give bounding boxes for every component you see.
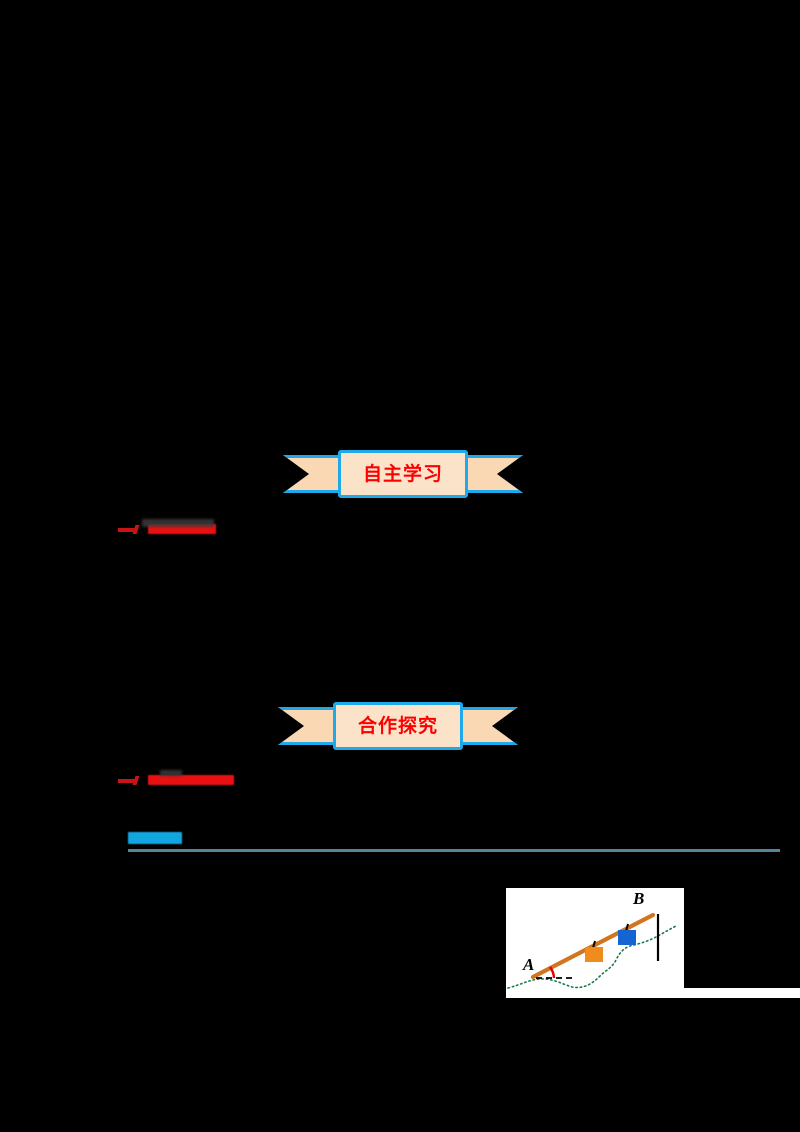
bullet-marker-icon — [118, 776, 144, 785]
blue-block — [618, 930, 636, 945]
orange-block — [585, 947, 603, 962]
heading-one-shadow — [142, 519, 214, 527]
banner-plate: 自主学习 — [338, 450, 468, 498]
banner-plate: 合作探究 — [333, 702, 463, 750]
heading-two-row — [118, 775, 234, 785]
redacted-heading-text — [148, 775, 234, 785]
angle-arc — [548, 966, 556, 979]
redacted-heading-text — [148, 524, 216, 534]
orange-block-hanger — [592, 940, 596, 949]
bullet-marker-icon — [118, 525, 144, 534]
redacted-sub-heading-text — [128, 832, 182, 844]
inclined-plane-figure: A B — [506, 888, 684, 994]
banner-label-cooperative-inquiry: 合作探究 — [357, 714, 438, 737]
banner-label-self-study: 自主学习 — [362, 462, 443, 485]
point-a-label: A — [523, 955, 535, 974]
inclined-plane-svg — [507, 912, 677, 989]
banner-cooperative-inquiry: 合作探究 — [278, 702, 518, 750]
blue-block-hanger — [625, 923, 629, 932]
point-b-label: B — [633, 889, 645, 908]
banner-self-study: 自主学习 — [283, 450, 523, 498]
section-divider — [128, 849, 780, 852]
heading-two-shadow — [160, 770, 182, 776]
terrain-dotted-path — [507, 925, 677, 989]
heading-one-row — [118, 524, 216, 534]
